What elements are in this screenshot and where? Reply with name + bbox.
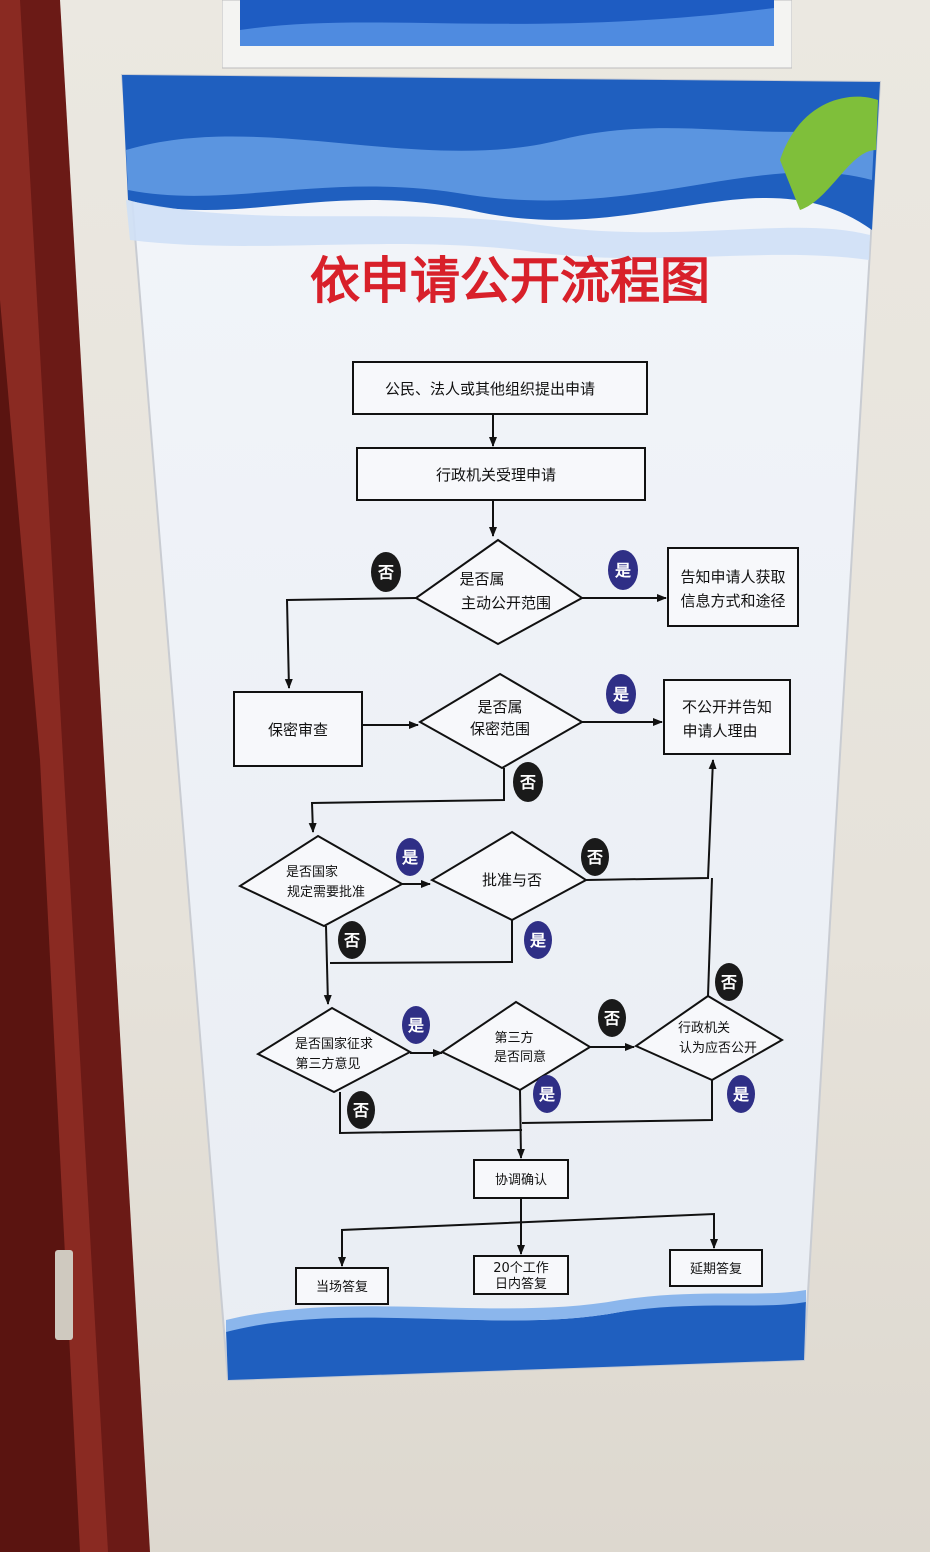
decision-approval-line1: 是否国家 bbox=[286, 864, 338, 880]
svg-text:是: 是 bbox=[401, 848, 418, 867]
top-wave-light bbox=[126, 120, 875, 201]
node-reply-20-line1: 20个工作 bbox=[493, 1261, 549, 1276]
decision-third-line2: 第三方意见 bbox=[295, 1056, 360, 1072]
badge-yes: 是 bbox=[608, 550, 638, 590]
node-coordinate-label: 协调确认 bbox=[495, 1173, 547, 1188]
decision-admin-disclose: 行政机关 认为应否公开 bbox=[633, 994, 784, 1082]
svg-text:是: 是 bbox=[529, 931, 546, 950]
connectors bbox=[284, 414, 718, 1267]
svg-text:否: 否 bbox=[586, 848, 603, 867]
door-hinge bbox=[55, 1250, 73, 1340]
badge-yes: 是 bbox=[533, 1075, 561, 1113]
badge-yes: 是 bbox=[402, 1006, 430, 1044]
top-sign-frame bbox=[222, 0, 792, 69]
badge-yes: 是 bbox=[606, 674, 636, 714]
svg-text:否: 否 bbox=[377, 563, 394, 582]
decision-approve-or-not: 批准与否 bbox=[429, 830, 588, 922]
decision-secret-line2: 保密范围 bbox=[470, 720, 530, 738]
node-notify-line1: 告知申请人获取 bbox=[680, 568, 785, 586]
decision-active-disclosure: 是否属 主动公开范围 bbox=[414, 538, 584, 646]
node-reply-20-line2: 日内答复 bbox=[495, 1276, 547, 1292]
decision-active-line2: 主动公开范围 bbox=[461, 594, 551, 612]
node-reply-extend: 延期答复 bbox=[669, 1249, 763, 1287]
node-accept-application: 行政机关受理申请 bbox=[356, 447, 646, 501]
decision-secret-line1: 是否属 bbox=[477, 698, 522, 716]
svg-text:是: 是 bbox=[612, 685, 629, 704]
leaf-decoration bbox=[780, 96, 878, 210]
door-frame bbox=[0, 0, 150, 1552]
node-coordinate-confirm: 协调确认 bbox=[473, 1159, 569, 1199]
svg-text:是: 是 bbox=[614, 561, 631, 580]
bottom-wave bbox=[226, 1300, 806, 1380]
svg-text:否: 否 bbox=[720, 973, 737, 992]
badge-no: 否 bbox=[371, 552, 401, 592]
svg-text:否: 否 bbox=[603, 1009, 620, 1028]
badge-yes: 是 bbox=[396, 838, 424, 876]
decision-admin-line1: 行政机关 bbox=[678, 1021, 730, 1036]
decision-agree-line1: 第三方 bbox=[494, 1030, 533, 1046]
badge-yes: 是 bbox=[727, 1075, 755, 1113]
svg-text:否: 否 bbox=[352, 1101, 369, 1120]
decision-approval-line2: 规定需要批准 bbox=[287, 885, 365, 900]
node-notify-line2: 信息方式和途径 bbox=[680, 592, 785, 610]
node-reply-20-days: 20个工作 日内答复 bbox=[473, 1255, 569, 1295]
node-reply-extend-label: 延期答复 bbox=[690, 1261, 742, 1277]
badge-no: 否 bbox=[581, 838, 609, 876]
node-refuse-line1: 不公开并告知 bbox=[682, 698, 772, 716]
svg-text:否: 否 bbox=[519, 773, 536, 792]
decision-third-party-agrees: 第三方 是否同意 bbox=[440, 1000, 592, 1092]
badge-no: 否 bbox=[338, 921, 366, 959]
decision-secrecy-scope: 是否属 保密范围 bbox=[418, 672, 584, 770]
decision-admin-line2: 认为应否公开 bbox=[679, 1040, 757, 1056]
svg-text:否: 否 bbox=[343, 931, 360, 950]
badge-no: 否 bbox=[347, 1091, 375, 1129]
decision-agree-line2: 是否同意 bbox=[494, 1049, 546, 1065]
node-refuse-disclosure: 不公开并告知 申请人理由 bbox=[663, 679, 791, 755]
node-reply-now: 当场答复 bbox=[295, 1267, 389, 1305]
svg-text:是: 是 bbox=[538, 1085, 555, 1104]
node-reply-now-label: 当场答复 bbox=[316, 1279, 368, 1295]
decision-third-party-opinion: 是否国家征求 第三方意见 bbox=[255, 1006, 413, 1094]
decision-third-line1: 是否国家征求 bbox=[295, 1036, 373, 1052]
svg-text:是: 是 bbox=[732, 1085, 749, 1104]
node-secrecy-review: 保密审查 bbox=[233, 691, 363, 767]
badge-no: 否 bbox=[513, 762, 543, 802]
node-notify-applicant: 告知申请人获取 信息方式和途径 bbox=[667, 547, 799, 627]
chart-title: 依申请公开流程图 bbox=[310, 251, 710, 310]
badge-no: 否 bbox=[715, 963, 743, 1001]
node-submit-application: 公民、法人或其他组织提出申请 bbox=[352, 361, 648, 415]
decision-approve-label: 批准与否 bbox=[482, 871, 542, 889]
node-accept-label: 行政机关受理申请 bbox=[436, 466, 556, 484]
badge-no: 否 bbox=[598, 999, 626, 1037]
decision-approval-required: 是否国家 规定需要批准 bbox=[237, 834, 405, 928]
svg-text:是: 是 bbox=[407, 1016, 424, 1035]
node-secrecy-label: 保密审查 bbox=[268, 721, 328, 739]
decision-active-line1: 是否属 bbox=[459, 570, 504, 588]
node-refuse-line2: 申请人理由 bbox=[682, 722, 757, 740]
node-submit-label: 公民、法人或其他组织提出申请 bbox=[385, 380, 595, 398]
badge-yes: 是 bbox=[524, 921, 552, 959]
